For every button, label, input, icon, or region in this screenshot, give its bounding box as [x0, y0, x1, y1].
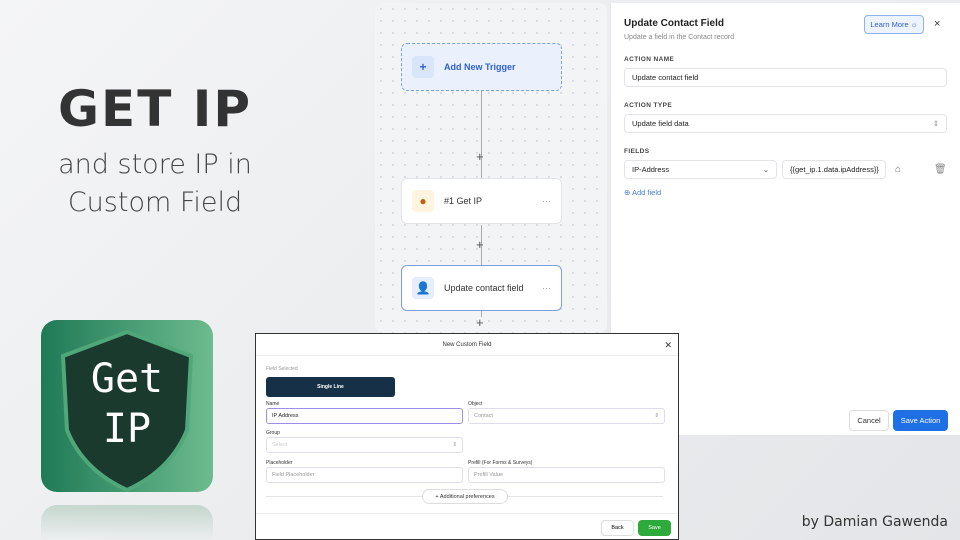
group-select[interactable]: Select ⇕ — [266, 437, 463, 453]
save-action-button[interactable]: Save Action — [893, 410, 948, 431]
object-select[interactable]: Contact ⇕ — [468, 408, 665, 424]
add-step-plus[interactable]: + — [476, 237, 484, 252]
prefill-label: Prefill (For Forms & Surveys) — [468, 460, 533, 466]
node-label: Update contact field — [444, 283, 524, 293]
new-custom-field-modal: New Custom Field ✕ Field Selected Single … — [255, 333, 679, 540]
field-type-single-line[interactable]: Single Line — [266, 377, 395, 397]
fields-label: FIELDS — [624, 148, 650, 155]
slide-title: GET IP — [58, 80, 252, 138]
updown-icon: ⇕ — [932, 119, 939, 128]
action-type-label: ACTION TYPE — [624, 102, 673, 109]
name-input[interactable]: IP Address — [266, 408, 463, 424]
cancel-button[interactable]: Cancel — [849, 410, 889, 431]
action-name-input[interactable]: Update contact field — [624, 68, 947, 87]
add-field-link[interactable]: ⊕ Add field — [624, 188, 662, 197]
field-value-input[interactable]: {{get_ip.1.data.ipAddress}} — [782, 160, 886, 179]
logo-reflection — [41, 505, 213, 540]
more-icon[interactable]: ··· — [542, 283, 551, 293]
svg-text:Get: Get — [91, 356, 163, 402]
back-button[interactable]: Back — [601, 520, 634, 536]
credit: by Damian Gawenda — [801, 514, 948, 530]
user-list-icon: 👤 — [412, 277, 434, 299]
add-field-label: Add field — [631, 188, 662, 197]
trash-icon[interactable]: 🗑 — [934, 164, 947, 175]
additional-preferences-button[interactable]: + Additional preferences — [422, 489, 508, 504]
action-type-select[interactable]: Update field data ⇕ — [624, 114, 947, 133]
panel-description: Update a field in the Contact record — [624, 34, 735, 41]
add-trigger-node[interactable]: + Add New Trigger — [401, 43, 562, 91]
field-name: IP-Address — [632, 165, 670, 174]
object-value: Contact — [474, 413, 493, 419]
learn-more-button[interactable]: Learn More ☼ — [864, 15, 924, 34]
lightbulb-icon: ☼ — [910, 20, 918, 29]
group-placeholder: Select — [272, 442, 288, 448]
name-label: Name — [266, 401, 280, 407]
group-label: Group — [266, 430, 280, 436]
panel-title: Update Contact Field — [624, 18, 725, 29]
modal-title: New Custom Field — [442, 342, 492, 348]
updown-icon: ⇕ — [654, 413, 659, 419]
close-icon[interactable]: ✕ — [664, 340, 672, 350]
action-type-value: Update field data — [632, 119, 689, 128]
get-ip-node[interactable]: ● #1 Get IP ··· — [401, 178, 562, 224]
update-contact-node[interactable]: 👤 Update contact field ··· — [401, 265, 562, 311]
updown-icon: ⇕ — [452, 442, 457, 448]
node-label: #1 Get IP — [444, 196, 483, 206]
add-step-plus[interactable]: + — [476, 315, 484, 330]
more-icon[interactable]: ··· — [542, 196, 551, 206]
add-step-plus[interactable]: + — [476, 149, 484, 164]
prefill-input[interactable]: Prefill Value — [468, 467, 665, 483]
placeholder-input[interactable]: Field Placeholder — [266, 467, 463, 483]
learn-more-label: Learn More — [870, 20, 909, 29]
svg-text:IP: IP — [103, 406, 151, 452]
plus-icon: + — [412, 56, 434, 78]
slide-subtitle: and store IP in Custom Field — [58, 149, 252, 218]
close-icon[interactable]: × — [934, 18, 941, 30]
workflow-canvas[interactable]: + + + + Add New Trigger ● #1 Get IP ··· … — [375, 3, 607, 333]
spy-icon: ● — [412, 190, 434, 212]
field-select[interactable]: IP-Address ⌄ — [624, 160, 777, 179]
field-selected-label: Field Selected — [266, 366, 298, 372]
object-label: Object — [468, 401, 483, 407]
placeholder-label: Placeholder — [266, 460, 293, 466]
save-button[interactable]: Save — [638, 520, 671, 536]
get-ip-logo: Get IP — [41, 320, 213, 493]
trigger-label: Add New Trigger — [444, 62, 516, 72]
action-name-label: ACTION NAME — [624, 56, 675, 63]
tag-icon[interactable]: ⌂ — [895, 164, 902, 175]
chevron-down-icon: ⌄ — [762, 165, 769, 174]
